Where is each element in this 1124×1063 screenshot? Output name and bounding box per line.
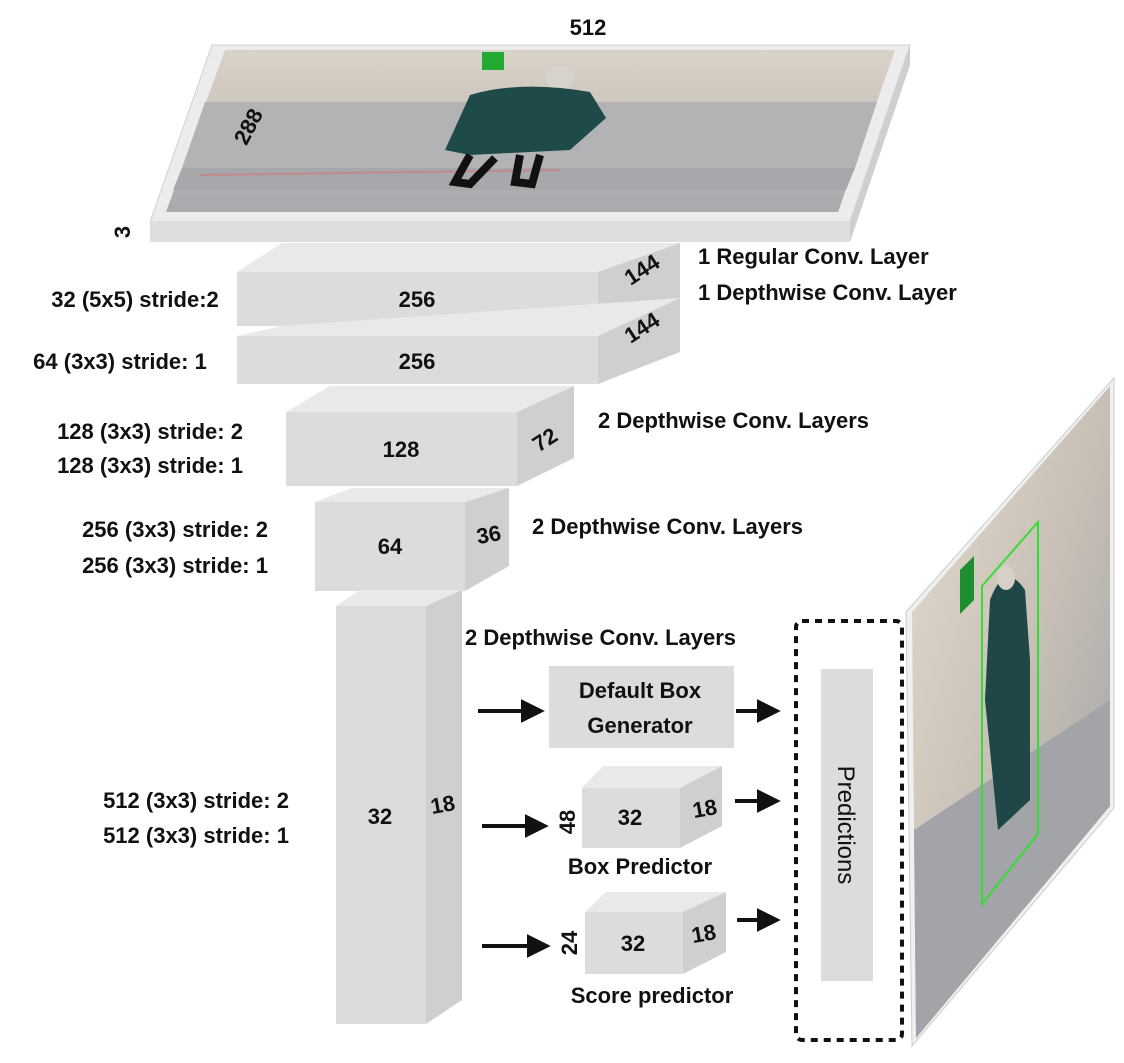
conv-block-5-spec-2: 512 (3x3) stride: 1 xyxy=(103,823,289,848)
input-image-slab: 512 288 3 xyxy=(110,15,911,242)
conv-block-5-front-label: 32 xyxy=(368,804,392,829)
box-predictor: 32 18 48 Box Predictor xyxy=(555,766,722,879)
conv-block-5: 32 18 512 (3x3) stride: 2 512 (3x3) stri… xyxy=(103,590,462,1024)
input-width-label: 512 xyxy=(570,15,607,40)
conv-block-5-side-label: 18 xyxy=(428,790,456,819)
default-box-label-1: Default Box xyxy=(579,678,702,703)
conv-block-4-spec-1: 256 (3x3) stride: 2 xyxy=(82,517,268,542)
note-depthwise-1: 1 Depthwise Conv. Layer xyxy=(698,280,957,305)
note-depthwise-2c: 2 Depthwise Conv. Layers xyxy=(465,625,736,650)
conv-block-2-spec: 64 (3x3) stride: 1 xyxy=(33,349,207,374)
predictions-box: Predictions xyxy=(794,619,904,1042)
conv-block-3-front-label: 128 xyxy=(383,437,420,462)
conv-block-4: 64 36 256 (3x3) stride: 2 256 (3x3) stri… xyxy=(82,488,509,591)
box-predictor-label: Box Predictor xyxy=(568,854,713,879)
conv-block-1-front-label: 256 xyxy=(399,287,436,312)
predictions-label: Predictions xyxy=(832,766,859,885)
detection-bbox xyxy=(981,519,1039,907)
conv-block-3: 128 72 128 (3x3) stride: 2 128 (3x3) str… xyxy=(57,386,574,486)
box-predictor-side-label: 18 xyxy=(690,794,718,823)
conv-block-3-spec-2: 128 (3x3) stride: 1 xyxy=(57,453,243,478)
score-predictor-side-label: 18 xyxy=(689,919,717,948)
input-channels-label: 3 xyxy=(110,226,135,238)
box-predictor-front-label: 32 xyxy=(618,805,642,830)
input-photo xyxy=(166,50,895,212)
conv-block-3-spec-1: 128 (3x3) stride: 2 xyxy=(57,419,243,444)
score-predictor-front-label: 32 xyxy=(621,931,645,956)
score-predictor: 32 18 24 Score predictor xyxy=(557,892,734,1008)
conv-block-4-front-label: 64 xyxy=(378,534,403,559)
box-predictor-depth-label: 48 xyxy=(555,810,580,834)
default-box-label-2: Generator xyxy=(587,713,693,738)
note-depthwise-2b: 2 Depthwise Conv. Layers xyxy=(532,514,803,539)
note-regular-conv: 1 Regular Conv. Layer xyxy=(698,244,929,269)
note-depthwise-2a: 2 Depthwise Conv. Layers xyxy=(598,408,869,433)
conv-block-4-side-label: 36 xyxy=(474,520,502,549)
conv-block-2-front-label: 256 xyxy=(399,349,436,374)
default-box-generator: Default Box Generator xyxy=(549,666,734,748)
conv-block-4-spec-2: 256 (3x3) stride: 1 xyxy=(82,553,268,578)
conv-block-1-spec: 32 (5x5) stride:2 xyxy=(51,287,219,312)
score-predictor-label: Score predictor xyxy=(571,983,734,1008)
score-predictor-depth-label: 24 xyxy=(557,930,582,955)
flow-arrows xyxy=(478,699,781,958)
conv-block-5-spec-1: 512 (3x3) stride: 2 xyxy=(103,788,289,813)
output-image xyxy=(905,376,1115,1048)
conv-block-2: 256 144 64 (3x3) stride: 1 xyxy=(33,298,680,384)
